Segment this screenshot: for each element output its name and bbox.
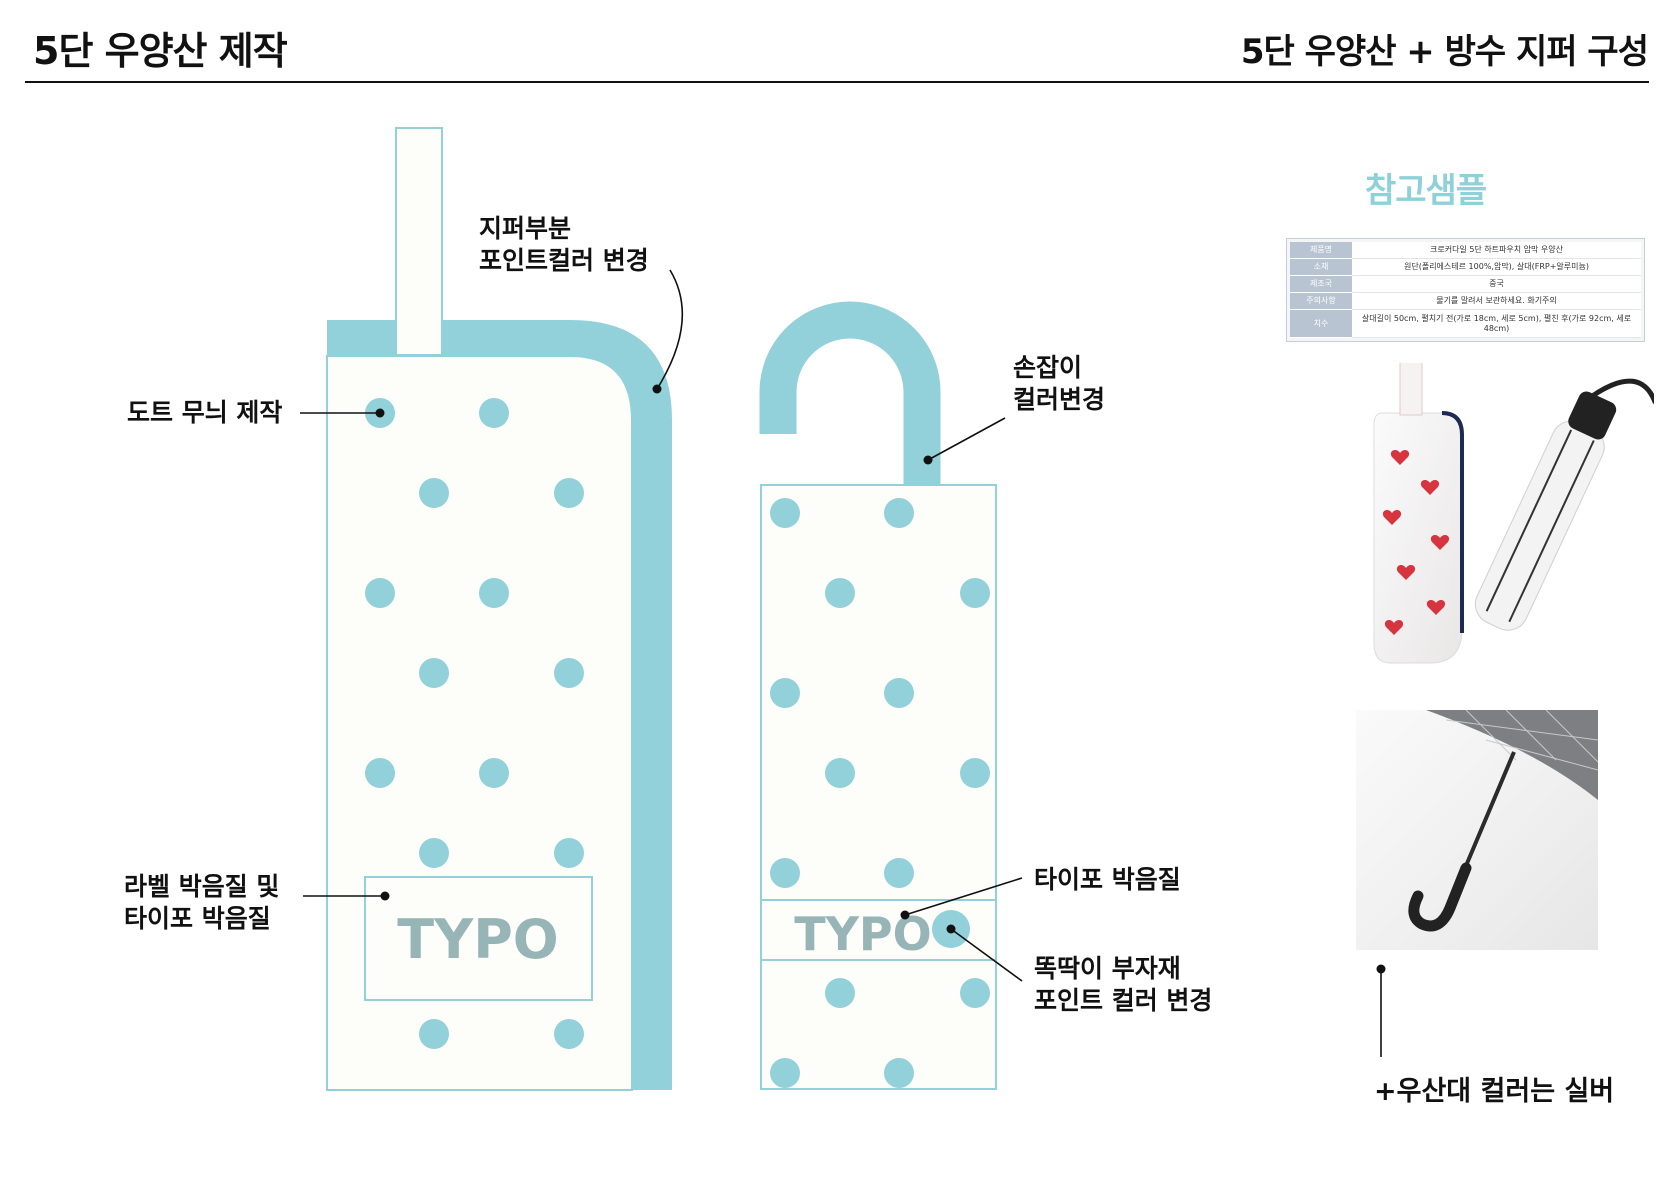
handle-leader [927, 417, 1006, 461]
dot [770, 678, 800, 708]
dot [884, 678, 914, 708]
dot [825, 578, 855, 608]
dot [479, 398, 509, 428]
umbrella-handle-photo [1356, 710, 1598, 950]
snap-label-line2: 포인트 컬러 변경 [1034, 986, 1213, 1015]
table-row: 제조국 중국 [1290, 275, 1641, 293]
spec-key: 주의사항 [1290, 292, 1352, 311]
dot [884, 1058, 914, 1088]
table-row: 제품명 크로커다일 5단 하트파우치 암막 우양산 [1290, 242, 1641, 259]
zipper-pull-tab [395, 127, 443, 356]
dot [960, 758, 990, 788]
spec-table: 제품명 크로커다일 5단 하트파우치 암막 우양산 소재 원단(폴리에스테르 1… [1286, 238, 1645, 342]
dot [554, 1019, 584, 1049]
umbrella-handle-icon [1408, 710, 1598, 932]
spec-value: 크로커다일 5단 하트파우치 암막 우양산 [1352, 242, 1641, 259]
dot [960, 578, 990, 608]
page-title: 5단 우양산 제작 [33, 29, 288, 73]
dot [554, 478, 584, 508]
callout-dots [375, 384, 1386, 974]
dot [770, 498, 800, 528]
label-leader-dot [380, 891, 390, 901]
dot [365, 758, 395, 788]
spec-key: 제품명 [1290, 242, 1352, 259]
label-emboss-label: 라벨 박음질 및 타이포 박음질 [124, 871, 279, 935]
spec-table-grid: 제품명 크로커다일 5단 하트파우치 암막 우양산 소재 원단(폴리에스테르 1… [1290, 242, 1641, 338]
typo-leader [904, 877, 1023, 916]
dot-leader-dot [375, 408, 385, 418]
snap-label-line1: 똑딱이 부자재 [1034, 954, 1181, 983]
dot [479, 578, 509, 608]
label-typo-text: TYPO [397, 908, 558, 971]
heart-prints [1382, 450, 1450, 635]
dot [479, 758, 509, 788]
snap-label: 똑딱이 부자재 포인트 컬러 변경 [1034, 953, 1212, 1017]
zipper-leader-dot [652, 384, 662, 394]
typo-leader-dot [900, 910, 910, 920]
dot [419, 1019, 449, 1049]
dot [960, 978, 990, 1008]
canopy [1426, 710, 1598, 800]
heart-pouch-umbrella-photo [1370, 354, 1658, 669]
dot [825, 978, 855, 1008]
typo-emboss-label: 타이포 박음질 [1034, 865, 1181, 894]
label-emboss-line2: 타이포 박음질 [124, 904, 271, 933]
zipper-label-line1: 지퍼부분 [479, 214, 572, 243]
callout-leaders [300, 269, 1382, 1057]
silver-leader-dot [1376, 964, 1386, 974]
zipper-band [327, 320, 672, 1090]
dot [365, 578, 395, 608]
label-emboss-line1: 라벨 박음질 및 [124, 872, 280, 901]
spec-key: 치수 [1290, 309, 1352, 338]
header-divider [25, 81, 1649, 83]
handle-label: 손잡이 컬러변경 [1013, 352, 1105, 416]
handle-leader-dot [923, 455, 933, 465]
handle-label-line2: 컬러변경 [1013, 385, 1106, 414]
table-row: 치수 살대길이 50cm, 펼치기 전(가로 18cm, 세로 5cm), 펼친… [1290, 309, 1641, 338]
dot [419, 838, 449, 868]
shaft-color-note: +우산대 컬러는 실버 [1374, 1076, 1615, 1107]
dot [770, 1058, 800, 1088]
shaft [1458, 751, 1516, 881]
dot [825, 758, 855, 788]
dot [554, 838, 584, 868]
umbrella-dot-pattern [770, 498, 990, 1088]
umbrella-handle [759, 301, 941, 486]
heart-pouch-umbrella-icon [1373, 354, 1658, 664]
snap-leader [950, 928, 1023, 982]
umbrella-body [760, 484, 997, 1090]
table-row: 소재 원단(폴리에스테르 100%,암막), 살대(FRP+알루미늄) [1290, 258, 1641, 276]
strap-typo-text: TYPO [794, 907, 932, 961]
spec-key: 제조국 [1290, 275, 1352, 293]
spec-value: 원단(폴리에스테르 100%,암막), 살대(FRP+알루미늄) [1352, 258, 1641, 276]
page-subtitle: 5단 우양산 + 방수 지퍼 구성 [1240, 32, 1649, 72]
curved-handle [1408, 862, 1472, 932]
canopy-check-lines [1445, 710, 1598, 771]
handle-label-line1: 손잡이 [1013, 353, 1083, 382]
reference-title: 참고샘플 [1365, 171, 1487, 211]
dot [419, 658, 449, 688]
table-row: 주의사항 물기를 말려서 보관하세요. 화기주의 [1290, 292, 1641, 311]
folded-umbrella [1474, 378, 1658, 631]
spec-value: 중국 [1352, 275, 1641, 293]
zipper-leader [656, 269, 684, 390]
pouch-dot-pattern [365, 398, 584, 1049]
spec-key: 소재 [1290, 258, 1352, 276]
dot [554, 658, 584, 688]
dot-pattern-label: 도트 무늬 제작 [127, 398, 283, 427]
spec-value: 물기를 말려서 보관하세요. 화기주의 [1352, 292, 1641, 311]
label-box [364, 876, 593, 1001]
dot [884, 858, 914, 888]
zipper-label-line2: 포인트컬러 변경 [479, 246, 649, 275]
dot [419, 478, 449, 508]
snap-leader-dot [946, 924, 956, 934]
dot [770, 858, 800, 888]
spec-value: 살대길이 50cm, 펼치기 전(가로 18cm, 세로 5cm), 펼친 후(… [1352, 309, 1641, 338]
dot [884, 498, 914, 528]
zipper-label: 지퍼부분 포인트컬러 변경 [479, 213, 649, 277]
